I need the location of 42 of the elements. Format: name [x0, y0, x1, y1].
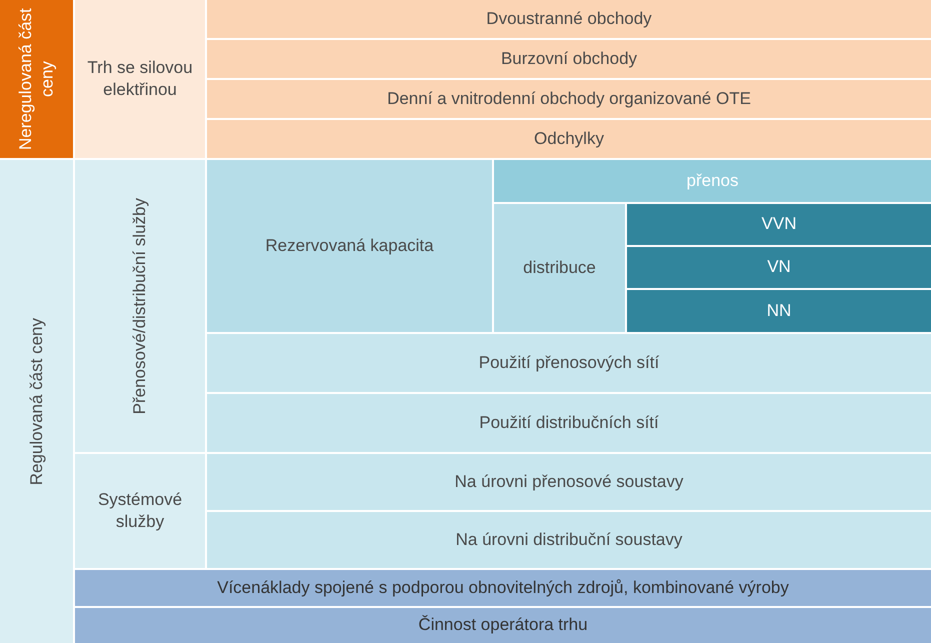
cell-label: Neregulovaná část ceny [15, 7, 58, 152]
table-cell [75, 160, 205, 452]
table-cell [75, 570, 931, 606]
table-cell [0, 0, 73, 158]
cell-label: NN [766, 300, 792, 322]
cell-label: Použití distribučních sítí [478, 412, 660, 434]
table-cell [207, 40, 931, 78]
cell-label: Odchylky [533, 128, 605, 150]
table-cell [207, 120, 931, 158]
cell-label: Na úrovni přenosové soustavy [454, 470, 684, 493]
table-cell [207, 0, 931, 38]
cell-label: Dvoustranné obchody [485, 8, 653, 30]
cell-label: Přenosové/distribuční služby [129, 196, 150, 416]
table-cell [494, 160, 931, 202]
cell-label: Burzovní obchody [500, 48, 638, 70]
cell-label: Regulovaná část ceny [26, 316, 47, 488]
cell-label: přenos [686, 170, 740, 192]
cell-label: Na úrovni distribuční soustavy [454, 528, 684, 551]
table-cell [0, 160, 73, 643]
table-cell [207, 454, 931, 510]
table-cell [207, 512, 931, 568]
table-cell [75, 608, 931, 643]
table-cell [207, 160, 492, 332]
cell-label: Použití přenosových sítí [478, 352, 660, 374]
cell-label: VN [766, 256, 792, 278]
table-cell [627, 290, 931, 332]
table-cell [75, 0, 205, 158]
table-cell [494, 204, 625, 332]
cell-label: Systémové služby [96, 488, 184, 533]
table-cell [75, 454, 205, 568]
cell-label: Vícenáklady spojené s podporou obnovitelných zdrojů, kombinované výroby [216, 576, 790, 599]
cell-label: VVN [760, 213, 798, 236]
table-cell [627, 204, 931, 245]
cell-label: Činnost operátora trhu [417, 614, 589, 636]
cell-label: Trh se silovou elektřinou [86, 56, 194, 101]
cell-label: Denní a vnitrodenní obchody organizované OTE [386, 88, 752, 110]
table-cell [207, 80, 931, 118]
cell-label: Rezervovaná kapacita [264, 234, 435, 257]
table-cell [627, 247, 931, 288]
cell-label: distribuce [522, 256, 597, 279]
table-cell [207, 334, 931, 392]
table-cell [207, 394, 931, 452]
